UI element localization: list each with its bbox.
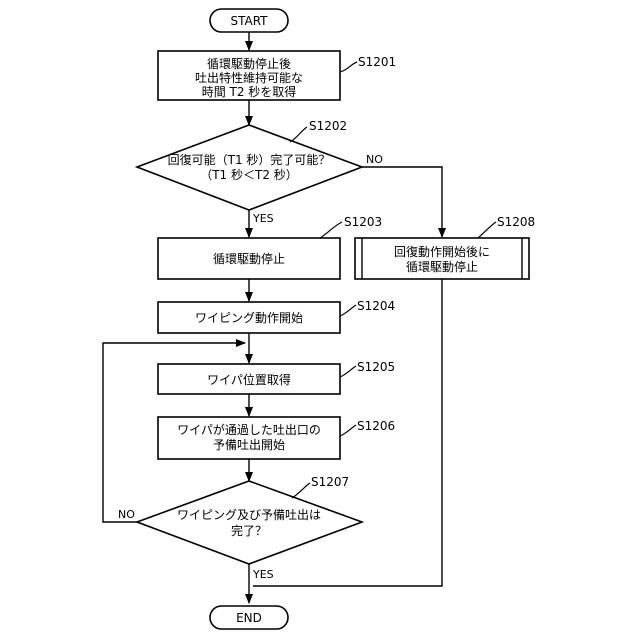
s1204-line1: ワイピング動作開始 xyxy=(195,311,303,325)
step-s1205: ワイパ位置取得 S1205 xyxy=(158,360,395,394)
s1203-leader xyxy=(320,222,342,238)
s1205-label: S1205 xyxy=(357,360,395,374)
s1201-leader xyxy=(340,62,357,72)
step-s1201: 循環駆動停止後 吐出特性維持可能な 時間 T2 秒を取得 S1201 xyxy=(158,51,396,100)
s1208-line1: 回復動作開始後に xyxy=(394,244,490,259)
s1202-line2: （T1 秒＜T2 秒） xyxy=(200,168,298,182)
start-terminal: START xyxy=(210,9,288,32)
s1202-label: S1202 xyxy=(309,119,347,133)
step-s1206: ワイパが通過した吐出口の 予備吐出開始 S1206 xyxy=(158,417,395,459)
s1203-label: S1203 xyxy=(344,215,382,229)
s1205-leader xyxy=(340,366,356,377)
step-s1204: ワイピング動作開始 S1204 xyxy=(158,299,395,333)
s1206-line2: 予備吐出開始 xyxy=(213,437,285,452)
s1205-line1: ワイパ位置取得 xyxy=(207,372,291,387)
s1204-leader xyxy=(340,305,356,316)
step-s1202: 回復可能（T1 秒）完了可能？ （T1 秒＜T2 秒） S1202 YES NO xyxy=(137,119,383,225)
s1202-no-label: NO xyxy=(366,153,383,166)
s1202-leader xyxy=(290,127,307,142)
s1207-leader xyxy=(292,483,310,498)
s1208-label: S1208 xyxy=(497,215,535,229)
s1208-leader xyxy=(478,222,496,238)
s1207-no-label: NO xyxy=(118,508,135,521)
end-terminal: END xyxy=(210,606,288,629)
s1207-line2: 完了？ xyxy=(231,523,267,538)
s1202-yes-label: YES xyxy=(252,212,274,225)
s1206-label: S1206 xyxy=(357,419,395,433)
s1201-line1: 循環駆動停止後 xyxy=(207,56,291,71)
s1207-label: S1207 xyxy=(311,475,349,489)
s1204-label: S1204 xyxy=(357,299,395,313)
start-text: START xyxy=(230,14,268,28)
s1206-leader xyxy=(340,425,356,436)
s1208-line2: 循環駆動停止 xyxy=(406,259,478,274)
s1202-line1: 回復可能（T1 秒）完了可能？ xyxy=(168,152,331,167)
s1201-line2: 吐出特性維持可能な xyxy=(195,70,303,85)
s1201-label: S1201 xyxy=(358,55,396,69)
s1201-line3: 時間 T2 秒を取得 xyxy=(202,84,297,99)
step-s1207: ワイピング及び予備吐出は 完了？ S1207 NO YES xyxy=(118,475,362,581)
s1203-line1: 循環駆動停止 xyxy=(213,251,285,266)
s1207-yes-label: YES xyxy=(252,568,274,581)
s1207-line1: ワイピング及び予備吐出は xyxy=(177,507,321,522)
end-text: END xyxy=(236,611,262,625)
s1206-line1: ワイパが通過した吐出口の xyxy=(177,422,321,437)
